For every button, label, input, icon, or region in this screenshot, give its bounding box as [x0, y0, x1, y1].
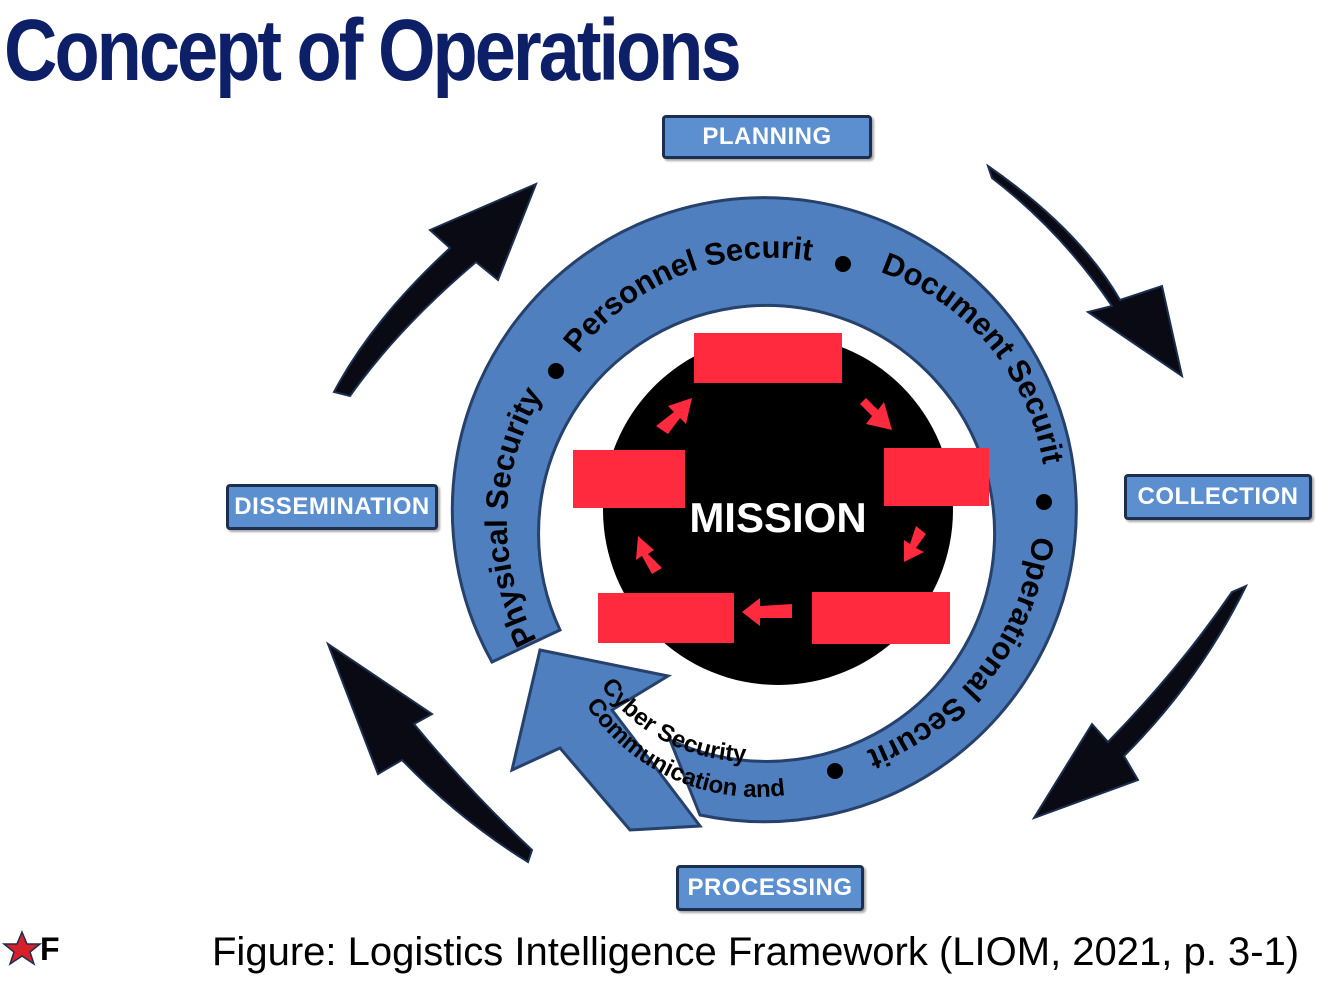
- logo: F: [2, 930, 60, 967]
- cycle-arrow-dissemination-to-planning: [332, 182, 538, 398]
- mission-block-left: [573, 450, 685, 508]
- logo-letter: F: [40, 931, 60, 967]
- cycle-arrow-collection-to-processing: [1031, 584, 1249, 820]
- phase-dissemination: DISSEMINATION: [226, 484, 438, 530]
- phase-processing: PROCESSING: [676, 865, 864, 911]
- mission-block-top: [694, 333, 842, 383]
- ring-dot: [1036, 494, 1052, 510]
- mission-block-bottom-left: [598, 593, 734, 643]
- red-arrow-icon: [860, 398, 892, 430]
- star-icon: [2, 930, 43, 966]
- mission-cycle-arrows: [636, 398, 926, 626]
- security-ring-arrowhead: [509, 648, 703, 832]
- ring-dot: [827, 763, 843, 779]
- mission-label: MISSION: [689, 494, 866, 541]
- red-arrow-icon: [742, 598, 792, 626]
- security-ring: [450, 196, 1078, 824]
- cycle-arrow-planning-to-collection: [986, 163, 1184, 379]
- red-arrow-icon: [636, 536, 662, 574]
- phase-planning: PLANNING: [662, 115, 872, 159]
- mission-block-right: [884, 448, 989, 506]
- figure-caption: Figure: Logistics Intelligence Framework…: [212, 930, 1300, 974]
- cycle-arrow-processing-to-dissemination: [325, 641, 534, 864]
- phase-collection: COLLECTION: [1124, 474, 1312, 520]
- ring-dot: [835, 256, 851, 272]
- page-title: Concept of Operations: [4, 1, 742, 100]
- red-arrow-icon: [904, 526, 926, 562]
- ring-dot: [548, 363, 564, 379]
- mission-block-bottom-right: [812, 592, 950, 644]
- red-arrow-icon: [656, 398, 692, 434]
